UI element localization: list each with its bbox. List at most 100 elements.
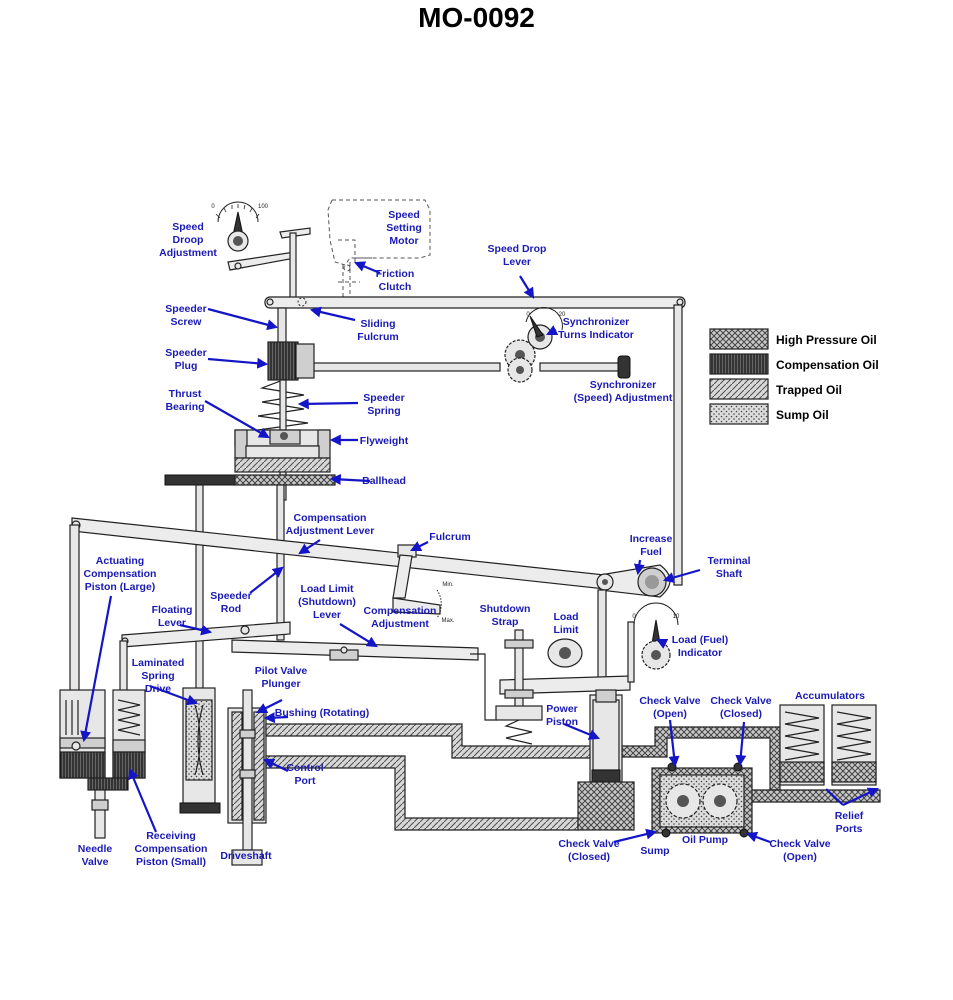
accumulators bbox=[779, 704, 877, 786]
label-line: Ports bbox=[836, 823, 863, 835]
label-line: Lever bbox=[313, 609, 341, 621]
speeder-plug bbox=[267, 341, 299, 381]
label-line: Control bbox=[286, 762, 323, 774]
label-line: Bearing bbox=[165, 401, 204, 413]
label-line: Piston (Large) bbox=[85, 581, 156, 593]
label-line: Synchronizer bbox=[590, 379, 657, 391]
label-oil-pump: Oil Pump bbox=[682, 834, 728, 846]
load-limit-cam bbox=[547, 638, 583, 668]
legend-label: Sump Oil bbox=[776, 408, 829, 422]
label-load-fuel-indicator: Load (Fuel)Indicator bbox=[672, 634, 729, 659]
label-line: Oil Pump bbox=[682, 834, 728, 846]
label-line: Valve bbox=[82, 856, 109, 868]
label-line: Check Valve bbox=[769, 838, 830, 850]
label-line: Lever bbox=[503, 256, 531, 268]
label-line: Rod bbox=[221, 603, 241, 615]
label-line: Terminal bbox=[708, 555, 751, 567]
label-line: Actuating bbox=[96, 555, 144, 567]
synchronizer-knob[interactable] bbox=[617, 355, 631, 379]
label-synchronizer-speed-adjustment: Synchronizer(Speed) Adjustment bbox=[574, 379, 673, 404]
needle-valve[interactable] bbox=[87, 777, 129, 839]
speed-setting-motor bbox=[327, 199, 431, 298]
label-line: (Speed) Adjustment bbox=[574, 392, 673, 404]
legend-label: High Pressure Oil bbox=[776, 333, 877, 347]
oil-pump bbox=[651, 762, 753, 838]
label-check-valve-open-top: Check Valve(Open) bbox=[639, 695, 700, 720]
legend-swatch-compensation bbox=[709, 353, 769, 375]
sync-min-mark: 0 bbox=[526, 312, 530, 318]
label-line: Droop bbox=[173, 234, 204, 246]
label-line: Spring bbox=[367, 405, 400, 417]
label-line: Speeder bbox=[165, 347, 206, 359]
label-line: Plunger bbox=[261, 678, 300, 690]
droop-max-mark: 100 bbox=[258, 204, 269, 210]
label-line: Adjustment Lever bbox=[286, 525, 375, 537]
label-line: Ballhead bbox=[362, 475, 406, 487]
oil-passage-upper bbox=[265, 723, 593, 759]
label-line: Receiving bbox=[146, 830, 196, 842]
label-check-valve-closed-bottom: Check Valve(Closed) bbox=[558, 838, 619, 863]
synchronizer-shaft bbox=[299, 362, 501, 372]
label-line: Pilot Valve bbox=[255, 665, 308, 677]
sync-max-mark: 20 bbox=[559, 312, 566, 318]
label-line: Compensation bbox=[84, 568, 157, 580]
droop-min-mark: 0 bbox=[211, 204, 215, 210]
label-line: Limit bbox=[553, 624, 579, 636]
comp-min-mark: Min. bbox=[442, 582, 454, 588]
comp-max-mark: Max. bbox=[441, 618, 454, 624]
label-line: Friction bbox=[376, 268, 415, 280]
label-line: Compensation bbox=[294, 512, 367, 524]
speeder-rod bbox=[276, 484, 285, 641]
label-line: Compensation bbox=[364, 605, 437, 617]
label-line: Shutdown bbox=[480, 603, 531, 615]
terminal-shaft bbox=[596, 564, 671, 598]
speed-drop-lever bbox=[264, 296, 686, 309]
label-check-valve-closed-top: Check Valve(Closed) bbox=[710, 695, 771, 720]
label-line: Fuel bbox=[640, 546, 662, 558]
label-line: Fulcrum bbox=[357, 331, 398, 343]
legend-label: Trapped Oil bbox=[776, 383, 842, 397]
label-line: Load Limit bbox=[300, 583, 354, 595]
label-line: Shaft bbox=[716, 568, 743, 580]
label-line: Thrust bbox=[169, 388, 202, 400]
label-line: Driveshaft bbox=[220, 850, 272, 862]
label-fulcrum: Fulcrum bbox=[429, 531, 470, 543]
label-line: Floating bbox=[152, 604, 193, 616]
ballhead-gear bbox=[164, 474, 236, 486]
ballhead-assembly bbox=[234, 429, 331, 473]
label-line: Indicator bbox=[678, 647, 722, 659]
legend-swatch-sump bbox=[709, 403, 769, 425]
receiving-compensation-piston bbox=[112, 689, 146, 779]
label-line: Strap bbox=[492, 616, 519, 628]
label-line: (Closed) bbox=[568, 851, 610, 863]
drive-shaft-left bbox=[195, 484, 204, 696]
label-line: Sump bbox=[640, 845, 669, 857]
label-line: Setting bbox=[386, 222, 422, 234]
ballhead-base bbox=[234, 474, 336, 486]
label-line: Speeder bbox=[210, 590, 251, 602]
label-line: Accumulators bbox=[795, 690, 865, 702]
label-check-valve-open-bottom: Check Valve(Open) bbox=[769, 838, 830, 863]
label-line: Adjustment bbox=[371, 618, 429, 630]
label-line: Speed bbox=[388, 209, 420, 221]
actuating-compensation-piston bbox=[59, 689, 106, 779]
label-line: Laminated bbox=[132, 657, 185, 669]
label-accumulators: Accumulators bbox=[795, 690, 865, 702]
label-line: Check Valve bbox=[558, 838, 619, 850]
label-line: Bushing (Rotating) bbox=[275, 707, 369, 719]
shutdown-strap bbox=[495, 629, 543, 745]
label-line: Needle bbox=[78, 843, 113, 855]
label-flyweight: Flyweight bbox=[360, 435, 409, 447]
label-line: Load (Fuel) bbox=[672, 634, 729, 646]
label-line: Flyweight bbox=[360, 435, 409, 447]
